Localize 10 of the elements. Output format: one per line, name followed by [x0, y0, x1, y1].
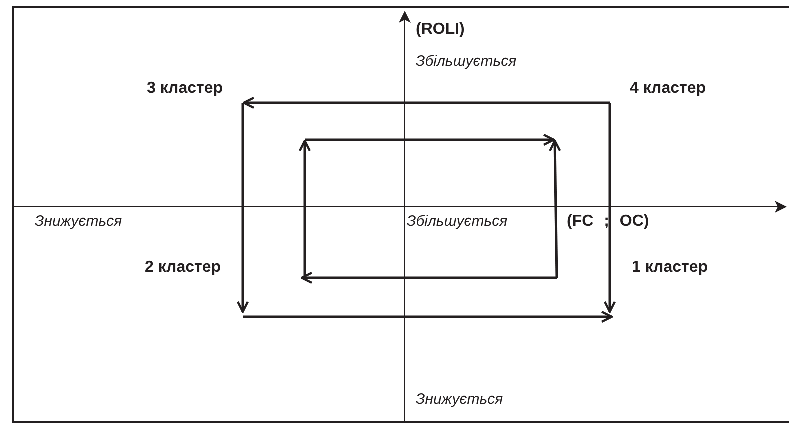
- axis-label: (ROLI): [416, 21, 465, 39]
- direction-label: Збільшується: [416, 53, 517, 71]
- cluster-label: 4 кластер: [630, 80, 706, 98]
- direction-label: Знижується: [35, 213, 122, 231]
- axis-label: (FC ; OC): [567, 213, 650, 231]
- direction-label: Збільшується: [407, 213, 508, 231]
- direction-label: Знижується: [416, 391, 504, 409]
- cluster-label: 1 кластер: [632, 259, 708, 277]
- cluster-label: 2 кластер: [144, 259, 221, 277]
- cluster-label: 3 кластер: [146, 80, 223, 98]
